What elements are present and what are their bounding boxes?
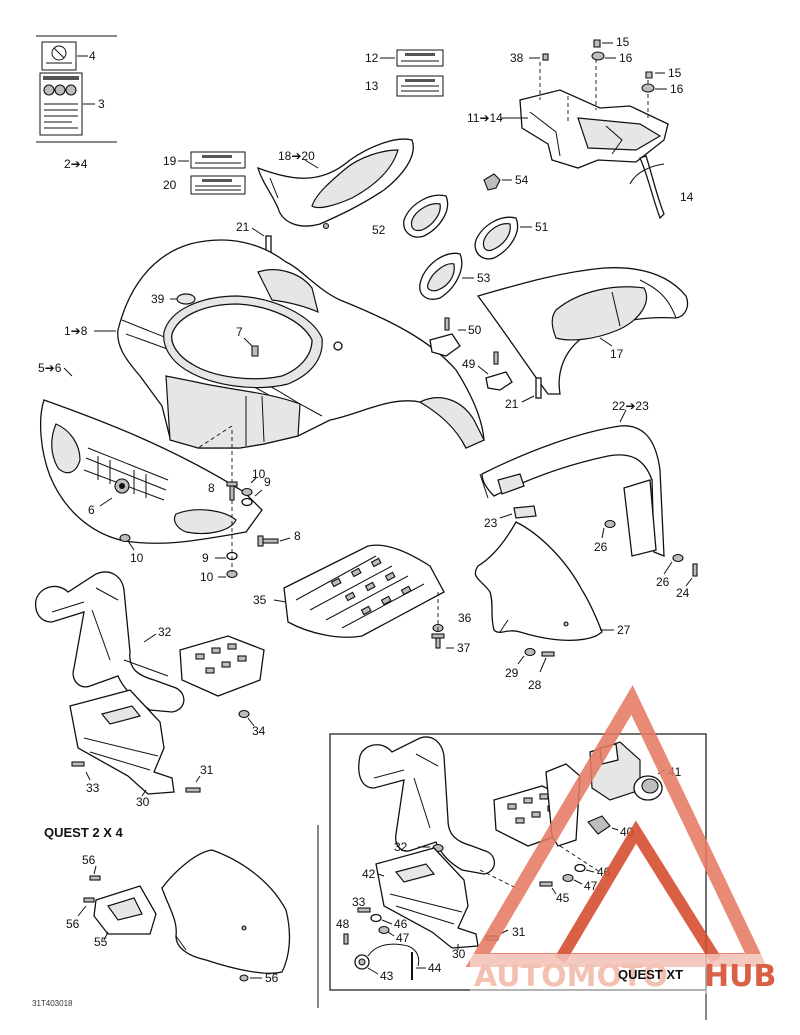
callout-2-4: 2➔4 bbox=[64, 157, 88, 171]
heading-quest-xt: QUEST XT bbox=[618, 967, 683, 982]
callout-10b: 10 bbox=[252, 467, 266, 481]
callout-5-6: 5➔6 bbox=[38, 361, 62, 375]
callout-x42: 42 bbox=[362, 867, 376, 881]
callout-x45: 45 bbox=[556, 891, 570, 905]
watermark-triangle-inner-icon bbox=[554, 820, 722, 964]
callout-36: 36 bbox=[458, 611, 472, 625]
callout-1-8: 1➔8 bbox=[64, 324, 88, 338]
decal-12 bbox=[396, 49, 444, 67]
callout-29: 29 bbox=[505, 666, 519, 680]
callout-23: 23 bbox=[484, 516, 498, 530]
callout-19: 19 bbox=[163, 154, 177, 168]
callout-x47a: 47 bbox=[584, 879, 598, 893]
callout-34: 34 bbox=[252, 724, 266, 738]
callout-30: 30 bbox=[136, 795, 150, 809]
watermark-triangle-icon bbox=[465, 685, 768, 967]
rear-rack-assembly: 38 15 16 15 16 11➔14 14 bbox=[467, 35, 694, 220]
callout-21b: 21 bbox=[505, 397, 519, 411]
callout-56c: 56 bbox=[265, 971, 279, 985]
callout-22-23: 22➔23 bbox=[612, 399, 649, 413]
callout-x46b: 46 bbox=[394, 917, 408, 931]
callout-53: 53 bbox=[477, 271, 491, 285]
left-side-panel: 18➔20 54 21 52 51 53 bbox=[236, 138, 549, 300]
callout-11-14: 11➔14 bbox=[467, 111, 503, 125]
callout-10c: 10 bbox=[200, 570, 214, 584]
callout-6: 6 bbox=[88, 503, 95, 517]
callout-56b: 56 bbox=[66, 917, 80, 931]
callout-54: 54 bbox=[515, 173, 529, 187]
callout-x43: 43 bbox=[380, 969, 394, 983]
callout-20: 20 bbox=[163, 178, 177, 192]
callout-15a: 15 bbox=[616, 35, 630, 49]
callout-4: 4 bbox=[89, 49, 96, 63]
skid-plate: 35 36 37 bbox=[253, 544, 472, 655]
callout-14: 14 bbox=[680, 190, 694, 204]
decal-19 bbox=[190, 151, 246, 169]
callout-8a: 8 bbox=[208, 481, 215, 495]
callout-55: 55 bbox=[94, 935, 108, 949]
callout-28: 28 bbox=[528, 678, 542, 692]
callout-x33: 33 bbox=[352, 895, 366, 909]
callout-50: 50 bbox=[468, 323, 482, 337]
callout-16b: 16 bbox=[670, 82, 684, 96]
callout-32: 32 bbox=[158, 625, 172, 639]
callout-x47b: 47 bbox=[396, 931, 410, 945]
callout-31: 31 bbox=[200, 763, 214, 777]
callout-27: 27 bbox=[617, 623, 631, 637]
callout-13: 13 bbox=[365, 79, 379, 93]
callout-38: 38 bbox=[510, 51, 524, 65]
rear-fender: 22➔23 23 26 26 24 bbox=[479, 399, 698, 600]
callout-9b: 9 bbox=[202, 551, 209, 565]
callout-37: 37 bbox=[457, 641, 471, 655]
decals-19-20: 19 20 bbox=[163, 151, 246, 195]
callout-21a: 21 bbox=[236, 220, 250, 234]
heading-quest-2x4: QUEST 2 X 4 bbox=[44, 825, 124, 840]
callout-18-20: 18➔20 bbox=[278, 149, 315, 163]
callout-x44: 44 bbox=[428, 961, 442, 975]
decal-20 bbox=[190, 175, 246, 195]
callout-7: 7 bbox=[236, 325, 243, 339]
callout-x30: 30 bbox=[452, 947, 466, 961]
quest-2x4-section: QUEST 2 X 4 56 56 55 56 bbox=[44, 825, 319, 1008]
callout-39: 39 bbox=[151, 292, 165, 306]
callout-49: 49 bbox=[462, 357, 476, 371]
fasteners-center: 8 10 9 8 9 10 bbox=[200, 467, 301, 584]
front-fascia: 5➔6 6 10 bbox=[38, 361, 263, 565]
callout-24: 24 bbox=[676, 586, 690, 600]
decal-group-2-4: 4 3 2➔4 bbox=[36, 35, 117, 171]
callout-52: 52 bbox=[372, 223, 386, 237]
callout-x32: 32 bbox=[394, 840, 408, 854]
callout-12: 12 bbox=[365, 51, 379, 65]
automotohub-watermark: AUTOMOTO HUB bbox=[465, 685, 796, 994]
front-body: 39 7 1➔8 bbox=[64, 239, 485, 484]
callout-56a: 56 bbox=[82, 853, 96, 867]
callout-15b: 15 bbox=[668, 66, 682, 80]
callout-26a: 26 bbox=[594, 540, 608, 554]
callout-33: 33 bbox=[86, 781, 100, 795]
watermark-text-hub: HUB bbox=[704, 959, 776, 994]
mud-guard: 27 29 28 bbox=[474, 521, 631, 692]
callout-8b: 8 bbox=[294, 529, 301, 543]
callout-x31: 31 bbox=[512, 925, 526, 939]
front-bumper: 32 34 33 31 30 bbox=[34, 571, 266, 809]
diagram-code: 31T403018 bbox=[32, 999, 73, 1008]
callout-51: 51 bbox=[535, 220, 549, 234]
callout-x48: 48 bbox=[336, 917, 350, 931]
callout-10a-left: 10 bbox=[130, 551, 144, 565]
callout-26b: 26 bbox=[656, 575, 670, 589]
callout-35: 35 bbox=[253, 593, 267, 607]
decals-12-13: 12 13 bbox=[365, 49, 444, 97]
right-fender: 17 50 49 21 bbox=[429, 267, 689, 411]
callout-9a: 9 bbox=[264, 475, 271, 489]
callout-3: 3 bbox=[98, 97, 105, 111]
callout-17: 17 bbox=[610, 347, 624, 361]
callout-16a: 16 bbox=[619, 51, 633, 65]
watermark-text-automoto: AUTOMOTO bbox=[474, 959, 668, 994]
decal-4 bbox=[41, 41, 77, 71]
